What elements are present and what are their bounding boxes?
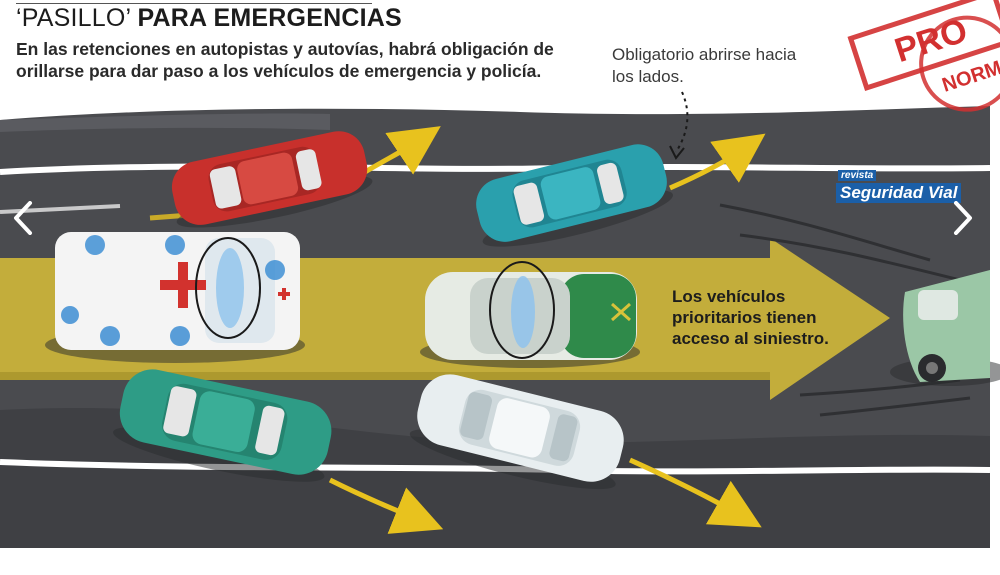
next-button[interactable] [948,198,978,238]
teal-car [476,144,673,247]
brand-logo: revista Seguridad Vial [834,170,964,204]
title-prefix: ‘PASILLO’ [16,4,131,32]
title-rule [16,3,372,4]
note-pointer [669,91,689,160]
chevron-right-icon [954,201,972,235]
page-title: ‘PASILLO’ PARA EMERGENCIAS [16,4,402,33]
brand-line-2: Seguridad Vial [836,183,962,203]
chevron-left-icon [14,201,32,235]
subtitle: En las retenciones en autopistas y autov… [16,39,554,81]
white-car [409,374,624,490]
side-note: Obligatorio abrirse hacia los lados. [612,45,797,86]
title-main: PARA EMERGENCIAS [137,4,402,32]
skid-marks [719,203,971,417]
escape-arrows [149,126,766,534]
crashed-car [890,270,1000,386]
ambulance [45,232,305,363]
previous-button[interactable] [8,198,38,238]
brand-line-1: revista [838,170,877,181]
red-car [171,131,373,228]
green-car [113,369,332,482]
police-car [420,261,640,368]
corridor-callout: Los vehículos prioritarios tienen acceso… [672,287,829,348]
